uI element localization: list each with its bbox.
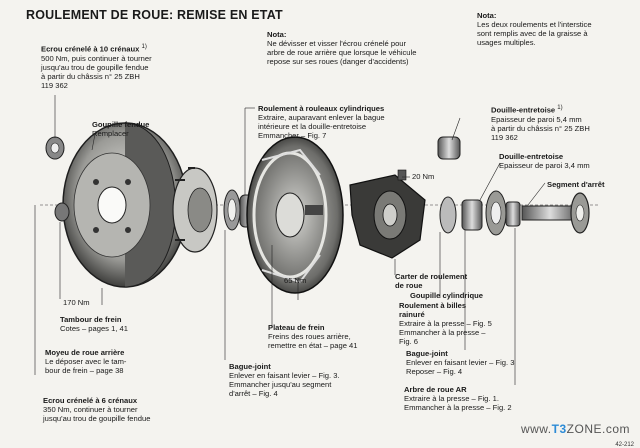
label-line: 350 Nm, continuer à tourner <box>43 405 138 414</box>
label-line: intérieure et la douille-entretoise <box>258 122 367 131</box>
spacer-sleeve-top <box>437 136 461 160</box>
label-spacer-sleeve-1-head: Douille-entretoise <box>491 105 556 115</box>
label-line: d'arrêt – Fig. 4 <box>229 389 278 398</box>
note-center-line: arbre de roue arrière que lorsque le véh… <box>267 48 417 57</box>
label-cotter-pin: Goupille fendue Remplacer <box>92 120 149 138</box>
label-line: Epaisseur de paroi 5,4 mm <box>491 114 582 124</box>
label-line: Extraire à la presse – Fig. 1. <box>404 394 499 403</box>
label-brake-drum: Tambour de frein Cotes – pages 1, 41 <box>60 315 128 333</box>
brake-drum <box>62 122 188 288</box>
note-center-line: Ne dévisser et visser l'écrou crénelé po… <box>267 39 407 48</box>
label-line: 119 362 <box>491 132 518 142</box>
label-line: rainuré <box>399 310 425 319</box>
label-line: de roue <box>395 281 423 290</box>
note-top-right-line: Les deux roulements et l'interstice <box>477 20 592 29</box>
wheel-hub <box>172 167 218 253</box>
label-line: jusqu'au trou de goupille fendue <box>43 414 151 423</box>
label-torque-170: 170 Nm <box>63 298 90 307</box>
label-line: 119 362 <box>41 80 68 90</box>
label-line: Emmancher à la presse – Fig. 2 <box>404 403 512 412</box>
brake-back-plate <box>246 136 344 294</box>
label-line: jusqu'au trou de goupille fendue <box>41 62 149 72</box>
footnote-marker: 1) <box>557 105 563 111</box>
label-wheel-hub: Moyeu de roue arrière Le déposer avec le… <box>45 348 126 375</box>
label-line: Epaisseur de paroi 3,4 mm <box>499 161 590 170</box>
label-line: à partir du châssis n° 25 ZBH <box>491 123 590 133</box>
label-wheel-hub-head: Moyeu de roue arrière <box>45 348 125 357</box>
label-line: Enlever en faisant levier – Fig. 3 <box>406 358 515 367</box>
footnote-marker: 1) <box>141 44 147 50</box>
label-line: Emmancher à la presse – <box>399 328 486 337</box>
label-castle-nut-10: Ecrou crénelé à 10 crénaux 1) 500 Nm, pu… <box>41 43 152 90</box>
seal-ring <box>223 189 241 231</box>
ball-bearing-group <box>439 190 521 236</box>
castle-nut-bottom <box>54 202 70 222</box>
label-line: Roulement à billes <box>399 301 467 310</box>
watermark-part: T3 <box>551 422 567 436</box>
page-title: ROULEMENT DE ROUE: REMISE EN ETAT <box>26 8 283 22</box>
label-line: Remplacer <box>92 129 129 138</box>
label-line: Extraire à la presse – Fig. 5 <box>399 319 492 328</box>
label-back-plate: Plateau de frein Freins des roues arrièr… <box>268 323 358 350</box>
label-line: à partir du châssis n° 25 ZBH <box>41 71 140 81</box>
label-spacer-sleeve-2-head: Douille-entretoise <box>499 152 564 161</box>
label-back-plate-head: Plateau de frein <box>268 323 325 332</box>
label-line: Le déposer avec le tam- <box>45 357 127 366</box>
label-castle-nut-6: Ecrou crénelé à 6 crénaux 350 Nm, contin… <box>43 396 150 423</box>
label-spacer-sleeve-1: Douille-entretoise 1) Epaisseur de paroi… <box>491 104 590 142</box>
label-line: Emmancher – Fig. 7 <box>258 131 327 140</box>
label-line: Carter de roulement <box>395 272 468 281</box>
label-line: Enlever en faisant levier – Fig. 3. <box>229 371 340 380</box>
label-seal-2-head: Bague-joint <box>406 349 448 358</box>
label-line: remettre en état – page 41 <box>268 341 358 350</box>
bearing-housing <box>349 169 426 259</box>
label-circlip-head: Segment d'arrêt <box>547 180 605 189</box>
watermark-logo: www.T3ZONE.com <box>521 422 630 436</box>
label-line: Reposer – Fig. 4 <box>406 367 463 376</box>
note-top-right-line: sont remplis avec de la graisse à <box>477 29 588 38</box>
label-rear-shaft: Arbre de roue AR Extraire à la presse – … <box>404 385 512 412</box>
label-cotter-pin-head: Goupille fendue <box>92 120 150 129</box>
note-top-right-line: usages multiples. <box>477 38 536 47</box>
label-rear-shaft-head: Arbre de roue AR <box>404 385 467 394</box>
label-roller-bearing: Roulement à rouleaux cylindriques Extrai… <box>258 104 385 140</box>
note-top-right-head: Nota: <box>477 11 497 20</box>
label-seal-1: Bague-joint Enlever en faisant levier – … <box>229 362 340 398</box>
label-torque-20: 20 Nm <box>412 172 435 181</box>
label-torque-65: 65 Nm <box>284 276 307 285</box>
label-spacer-sleeve-2: Douille-entretoise Epaisseur de paroi 3,… <box>499 152 590 170</box>
watermark-part: www. <box>520 422 552 436</box>
label-line: 500 Nm, puis continuer à tourner <box>41 53 152 63</box>
leader-lines <box>34 95 546 385</box>
note-center-head: Nota: <box>267 30 287 39</box>
watermark-part: ZONE.com <box>566 422 630 436</box>
label-ball-bearing: Roulement à billes rainuré Extraire à la… <box>399 301 492 346</box>
label-line: Cotes – pages 1, 41 <box>60 324 128 333</box>
label-line: Fig. 6 <box>399 337 418 346</box>
label-bearing-housing: Carter de roulement de roue <box>395 272 467 290</box>
label-brake-drum-head: Tambour de frein <box>60 315 122 324</box>
label-castle-nut-10-head: Ecrou crénelé à 10 crénaux <box>41 44 140 54</box>
label-roller-bearing-head: Roulement à rouleaux cylindriques <box>258 104 385 113</box>
label-circlip: Segment d'arrêt <box>547 180 605 189</box>
label-seal-2: Bague-joint Enlever en faisant levier – … <box>406 349 514 376</box>
label-line: bour de frein – page 38 <box>45 366 124 375</box>
label-castle-nut-6-head: Ecrou crénelé à 6 crénaux <box>43 396 138 405</box>
rear-wheel-shaft <box>521 192 590 234</box>
note-center: Nota: Ne dévisser et visser l'écrou crén… <box>267 30 416 66</box>
label-seal-1-head: Bague-joint <box>229 362 271 371</box>
castle-nut-left <box>45 136 65 160</box>
label-line: Freins des roues arrière, <box>268 332 351 341</box>
label-line: Emmancher jusqu'au segment <box>229 380 332 389</box>
note-top-right: Nota: Les deux roulements et l'interstic… <box>477 11 592 47</box>
label-line: Extraire, auparavant enlever la bague <box>258 113 385 122</box>
label-dowel-pin: Goupille cylindrique <box>410 291 483 300</box>
note-center-line: repose sur ses roues (danger d'accidents… <box>267 57 409 66</box>
page-number: 42-212 <box>615 442 634 448</box>
